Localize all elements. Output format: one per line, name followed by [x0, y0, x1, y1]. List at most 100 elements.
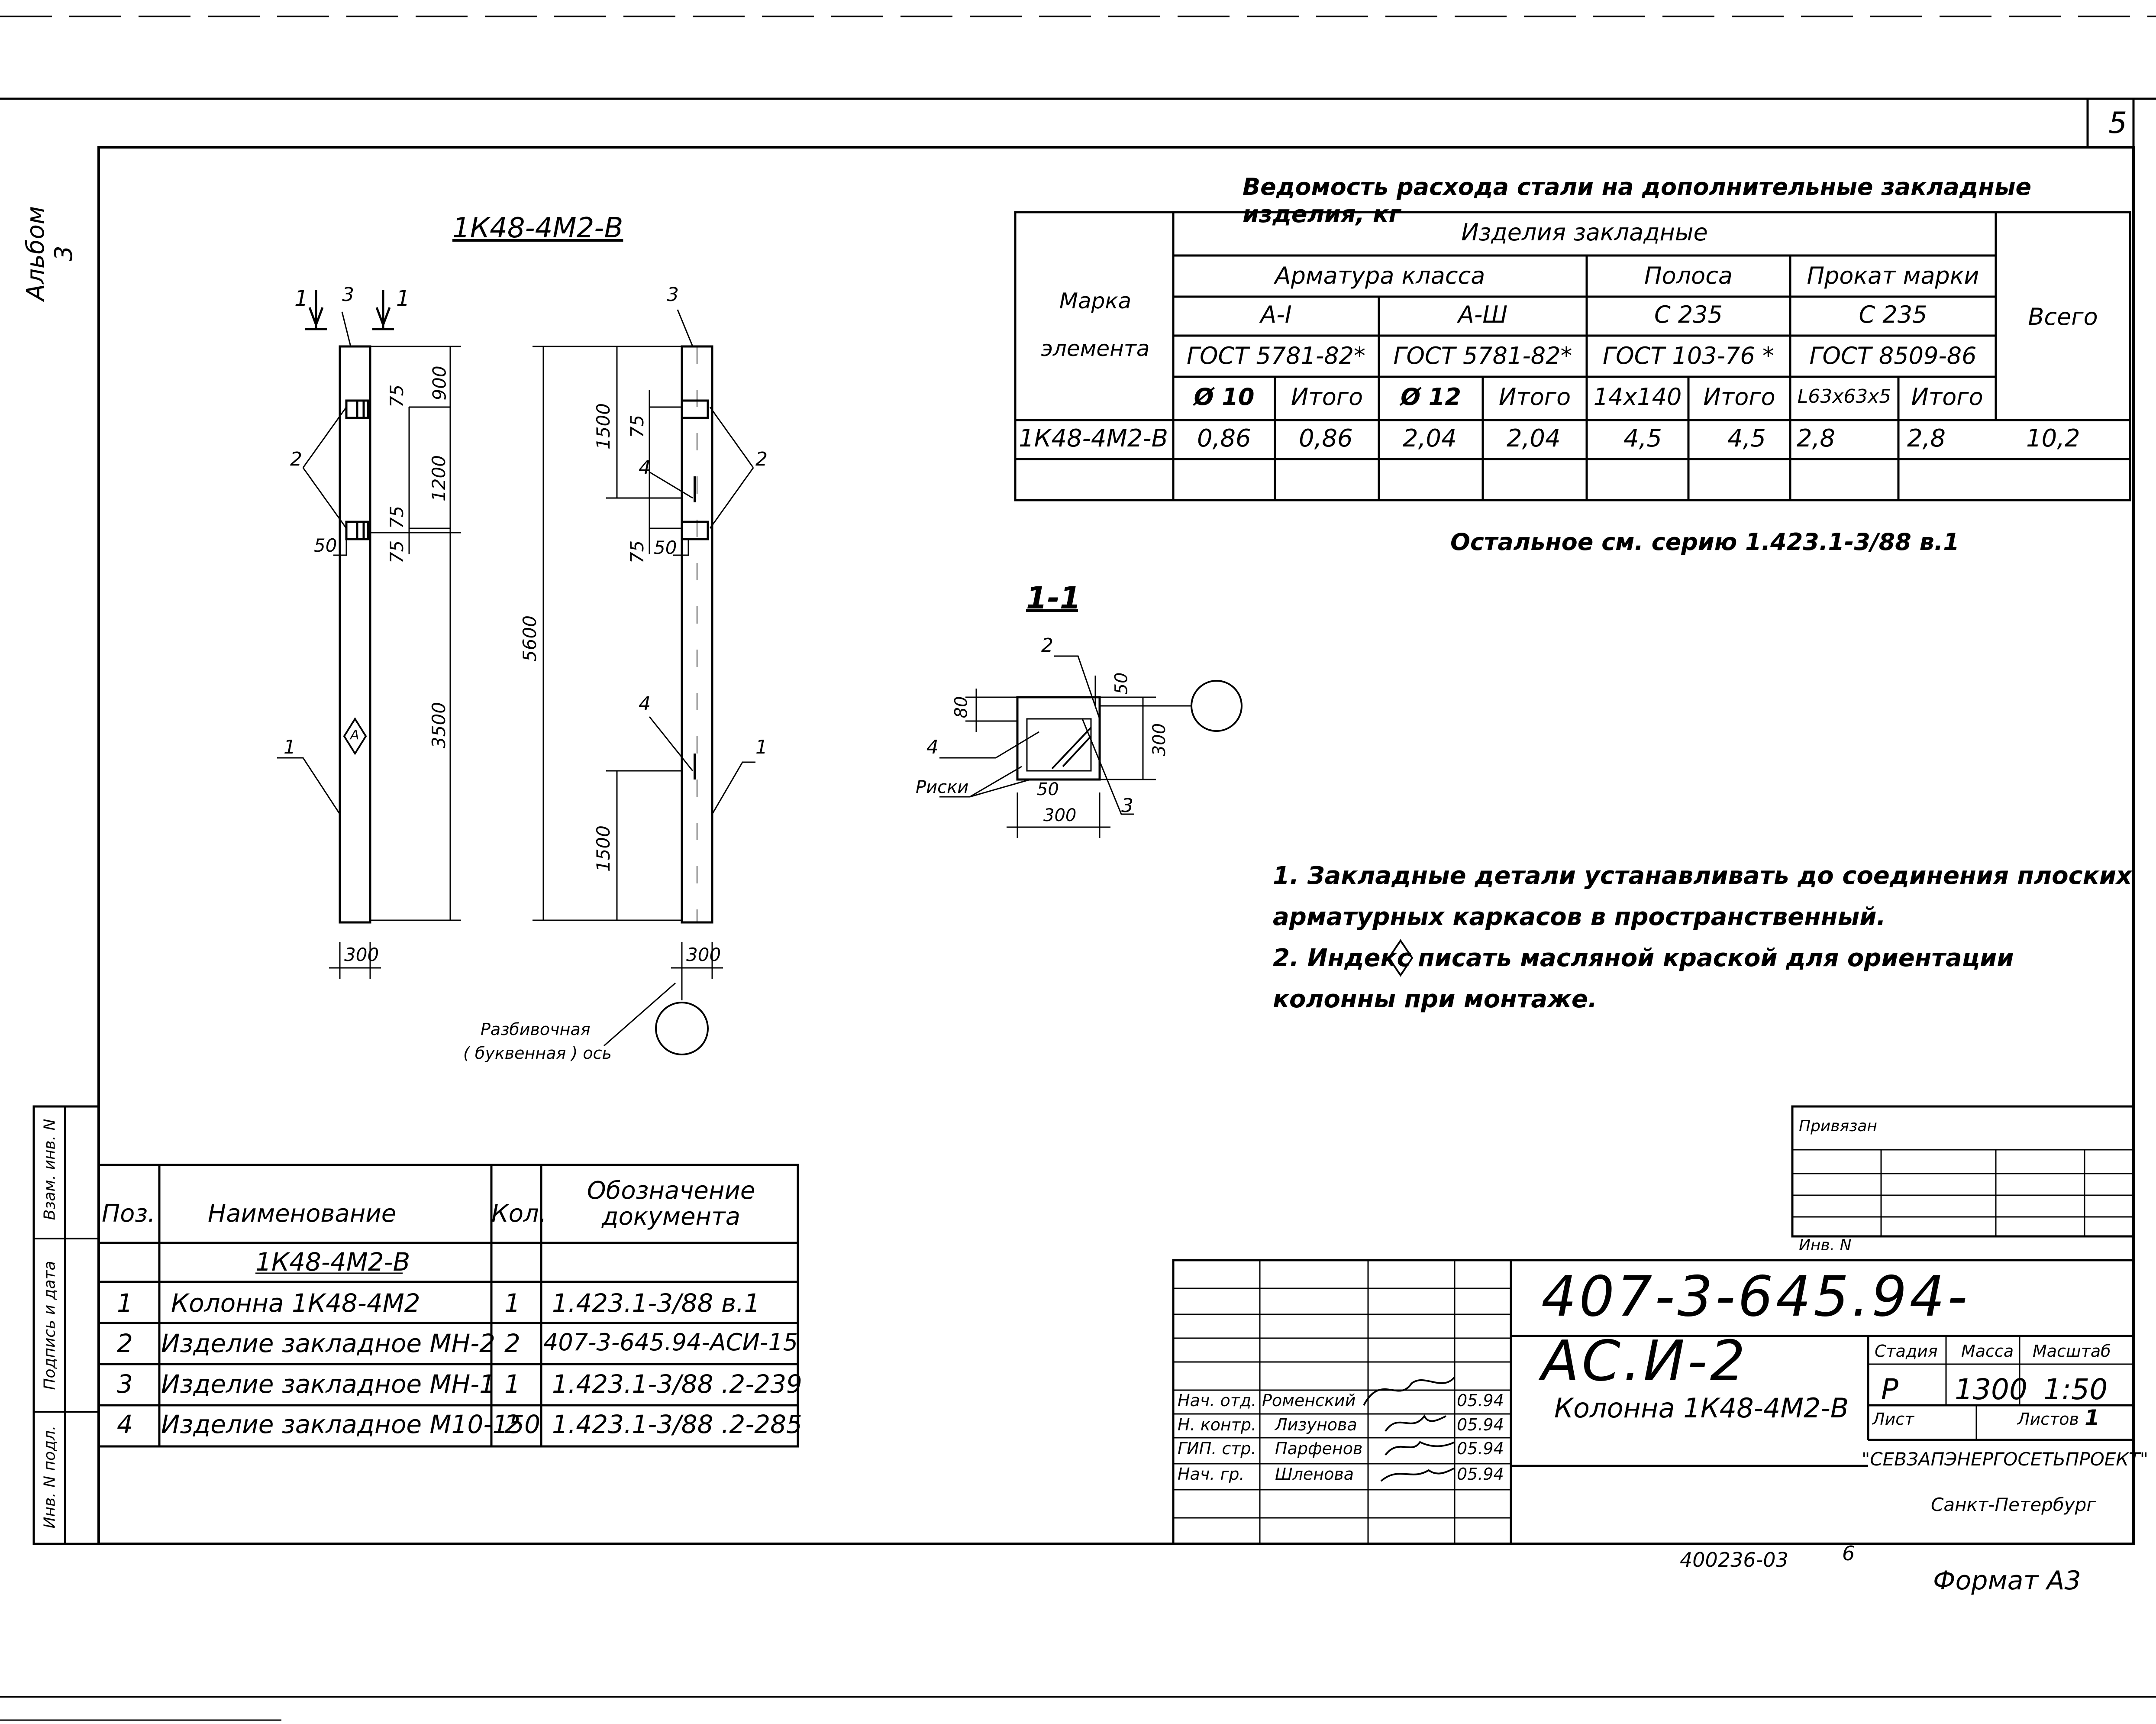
- dim-5600: 5600: [519, 615, 540, 662]
- dim-3500: 3500: [428, 702, 449, 748]
- archive-number: 400236-03: [1680, 1548, 1788, 1572]
- steel-h-strip: Полоса: [1644, 262, 1733, 289]
- steel-h-itogo4: Итого: [1911, 383, 1983, 411]
- spec-row-4-pos: 4: [117, 1410, 133, 1439]
- spec-row-1-name: Колонна 1К48-4М2: [171, 1288, 420, 1318]
- album-label: Альбом 3: [22, 206, 78, 301]
- stamp-podpis: Подпись и дата: [41, 1261, 59, 1390]
- tb-person-3-role: ГИП. стр.: [1178, 1439, 1256, 1458]
- tb-scale: 1:50: [2043, 1373, 2108, 1406]
- spec-row-3-qty: 1: [504, 1369, 520, 1399]
- steel-h-itogo2: Итого: [1498, 383, 1571, 411]
- dim-1500-top: 1500: [592, 403, 614, 450]
- tb-org: "СЕВЗАПЭНЕРГОСЕТЬПРОЕКТ": [1862, 1449, 2149, 1470]
- callout-3-left: 3: [342, 284, 354, 306]
- steel-cell-mark: 1К48-4М2-В: [1019, 424, 1168, 453]
- steel-cell-itogo4: 2,8: [1907, 424, 1946, 453]
- dim-300-right: 300: [686, 944, 721, 965]
- tb-sheet-h: Лист: [1872, 1410, 1914, 1429]
- spec-row-1-doc: 1.423.1-3/88 в.1: [552, 1288, 760, 1318]
- dim-1500-bottom: 1500: [592, 825, 614, 872]
- cut-1-right: 1: [396, 286, 410, 311]
- sec-dim-50b: 50: [1037, 780, 1059, 799]
- sheet-frame: [0, 97, 2156, 1545]
- steel-table-grid: [1014, 211, 2131, 501]
- steel-h-itogo3: Итого: [1703, 383, 1775, 411]
- tb-person-1-date: 05.94: [1457, 1391, 1504, 1410]
- column-elevation-right: [533, 309, 755, 1055]
- steel-h-l63: L63х63х5: [1797, 385, 1891, 408]
- callout-2-right: 2: [755, 448, 768, 470]
- steel-h-gost1: ГОСТ 5781-82*: [1186, 342, 1366, 369]
- axis-note-line1: Разбивочная: [481, 1020, 591, 1039]
- tb-person-2-name: Лизунова: [1275, 1415, 1357, 1434]
- sec-callout-3: 3: [1121, 795, 1133, 817]
- dim-75-c: 75: [386, 540, 408, 564]
- dim-300-left: 300: [344, 944, 379, 965]
- steel-h-rolled: Прокат марки: [1807, 262, 1979, 289]
- page-number: 5: [2108, 106, 2127, 140]
- steel-cell-itogo2: 2,04: [1507, 424, 1561, 453]
- scan-edges: [0, 16, 2156, 1721]
- steel-h-14x140: 14х140: [1593, 383, 1682, 411]
- sec-riski: Риски: [916, 777, 969, 797]
- steel-h-gost3: ГОСТ 103-76 *: [1603, 342, 1774, 369]
- steel-h-d10: Ø 10: [1194, 383, 1255, 411]
- steel-h-items: Изделия закладные: [1461, 219, 1708, 246]
- dim-1200: 1200: [428, 455, 449, 501]
- steel-cell-rolled: 2,8: [1797, 424, 1836, 453]
- dim-75-d: 75: [626, 414, 648, 438]
- drawing-title: 1К48-4М2-В: [452, 212, 623, 244]
- tb-mass: 1300: [1955, 1373, 2027, 1406]
- spec-row-2-qty: 2: [504, 1329, 520, 1358]
- tb-sheets-h: Листов: [2017, 1410, 2079, 1429]
- spec-row-3-doc: 1.423.1-3/88 .2-239: [552, 1369, 802, 1399]
- steel-h-itogo1: Итого: [1291, 383, 1363, 411]
- dim-900: 900: [429, 366, 450, 401]
- callout-1-left: 1: [284, 736, 296, 758]
- tb-person-4-name: Шленова: [1275, 1465, 1354, 1484]
- steel-note: Остальное см. серию 1.423.1-3/88 в.1: [1450, 528, 1959, 556]
- callout-3-right: 3: [667, 284, 679, 306]
- note-1a: 1. Закладные детали устанавливать до сое…: [1273, 862, 2132, 890]
- tb-stage-h: Стадия: [1875, 1342, 1938, 1361]
- spec-h-name: Наименование: [208, 1200, 397, 1228]
- tb-person-4-date: 05.94: [1457, 1465, 1504, 1484]
- steel-cell-d12: 2,04: [1403, 424, 1457, 453]
- steel-cell-itogo1: 0,86: [1299, 424, 1353, 453]
- tb-person-1-name: Роменский: [1262, 1391, 1356, 1410]
- tb-code: 407-3-645.94-АС.И-2: [1541, 1265, 1970, 1394]
- section-1-1: [939, 609, 1243, 838]
- steel-cell-strip: 4,5: [1623, 424, 1662, 453]
- tb-person-2-date: 05.94: [1457, 1415, 1504, 1434]
- steel-h-gost4: ГОСТ 8509-86: [1809, 342, 1977, 369]
- steel-row: 1К48-4М2-В 0,86 0,86 2,04 2,04 4,5 4,5 2…: [1015, 424, 2130, 459]
- note-2a: 2. Индекс: [1273, 944, 1411, 972]
- spec-table-grid: [97, 1164, 799, 1448]
- steel-cell-itogo3: 4,5: [1727, 424, 1766, 453]
- column-elevation-left: [277, 290, 461, 979]
- steel-h-total: Всего: [2028, 303, 2098, 330]
- note-2b: писать масляной краской для ориентации: [1418, 944, 2014, 972]
- spec-h-doc: Обозначение документа: [587, 1177, 755, 1231]
- steel-h-c235b: С 235: [1859, 301, 1927, 328]
- spec-row-2-name: Изделие закладное МН-2: [161, 1329, 496, 1358]
- spec-row-3-pos: 3: [117, 1369, 133, 1399]
- tb-person-3-date: 05.94: [1457, 1439, 1504, 1458]
- callout-1-right: 1: [755, 736, 768, 758]
- spec-row-1-pos: 1: [117, 1288, 133, 1318]
- callout-4-top: 4: [639, 457, 651, 479]
- callout-4-mid: 4: [639, 693, 651, 715]
- spec-row-4-qty: 2: [504, 1410, 520, 1439]
- sec-callout-2: 2: [1041, 634, 1053, 657]
- dim-75-b: 75: [386, 505, 408, 529]
- format-label: Формат А3: [1933, 1566, 2081, 1596]
- spec-row-4-doc: 1.423.1-3/88 .2-285: [552, 1410, 802, 1439]
- sec-dim-80: 80: [951, 696, 971, 718]
- tb-person-3-name: Парфенов: [1275, 1439, 1363, 1458]
- spec-row-3-name: Изделие закладное МН-1: [161, 1369, 496, 1399]
- archive-copy: 6: [1842, 1542, 1855, 1565]
- steel-h-mark-text: Марка элемента: [1041, 288, 1150, 361]
- note-1b: арматурных каркасов в пространственный.: [1273, 903, 1886, 931]
